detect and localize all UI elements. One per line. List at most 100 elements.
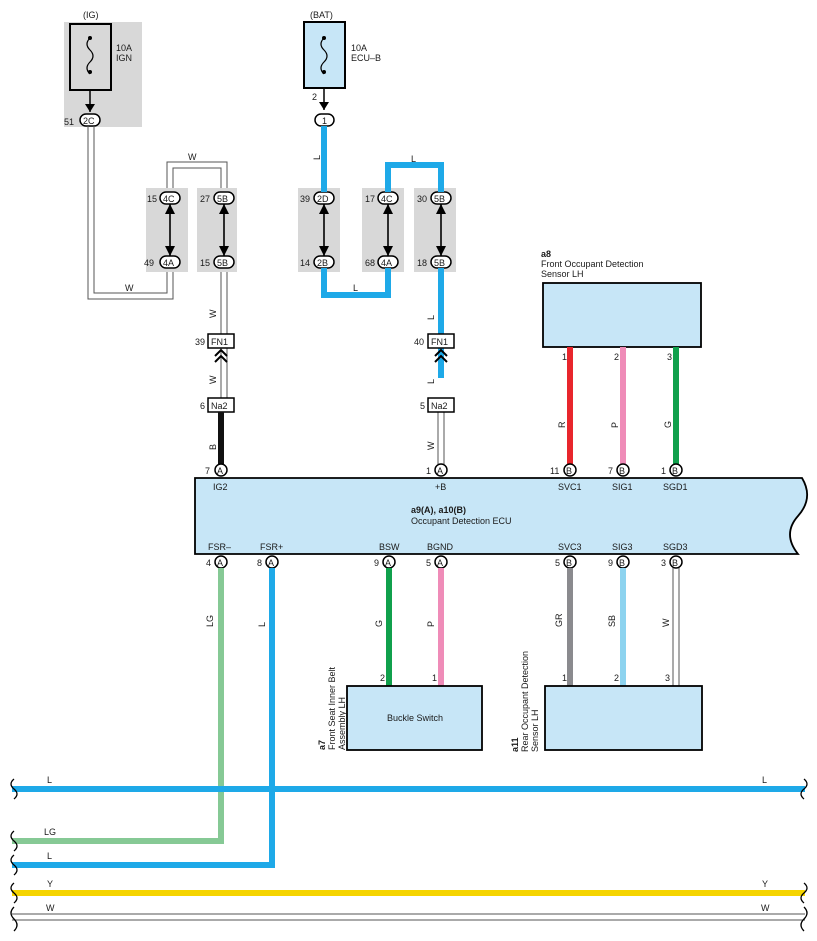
j2-bot-pin: 15 <box>200 258 210 268</box>
a11-pin-1: 1 <box>562 673 567 683</box>
fuse-ig-rating: 10A <box>116 43 132 53</box>
na2-right-name: Na2 <box>431 401 448 411</box>
na2-right-pin: 5 <box>420 401 425 411</box>
ecu-pin-ig2: 7 <box>205 466 210 476</box>
j3-top-conn: 2D <box>317 194 329 204</box>
fn1-left-pin: 39 <box>195 337 205 347</box>
bus-lg-left: LG <box>44 827 56 837</box>
fuse-ig-source: (IG) <box>83 10 99 20</box>
a8-front-occupant-sensor: a8 Front Occupant Detection Sensor LH 1 … <box>541 249 702 464</box>
ecu-conn-b-sgd1: B <box>672 466 678 476</box>
ig-fuse-conn: 2C <box>83 116 95 126</box>
fuse-bat: (BAT) 10A ECU–B 2 1 <box>303 10 381 127</box>
a11-pin-3: 3 <box>665 673 670 683</box>
j1-bot-pin: 49 <box>144 258 154 268</box>
inline-connectors: FN1 FN1 Na2 Na2 39 40 6 5 <box>195 333 455 413</box>
ecu-term-svc3: SVC3 <box>558 542 582 552</box>
a7-label-1: Front Seat Inner Belt <box>327 666 337 750</box>
ecu-conn-a-fsrp: A <box>268 558 274 568</box>
buckle-switch-label: Buckle Switch <box>387 713 443 723</box>
fn1-right-pin: 40 <box>414 337 424 347</box>
wire-label-l-b2: L <box>426 379 436 384</box>
ecu-pin-sgd3: 3 <box>661 558 666 568</box>
ecu-conn-b-svc3: B <box>566 558 572 568</box>
j4-bot-pin: 68 <box>365 258 375 268</box>
na2-left-name: Na2 <box>211 401 228 411</box>
ecu-conn-b-svc1: B <box>566 466 572 476</box>
bus-l2-left: L <box>47 851 52 861</box>
bus-y-right: Y <box>762 879 768 889</box>
ecu-pin-sig3: 9 <box>608 558 613 568</box>
wire-label-lg: LG <box>205 615 215 627</box>
j3-top-pin: 39 <box>300 194 310 204</box>
ecu-term-bsw: BSW <box>379 542 400 552</box>
a7-pin-2: 2 <box>380 673 385 683</box>
j4-top-conn: 4C <box>381 194 393 204</box>
ecu-conn-b-sig3: B <box>619 558 625 568</box>
a11-id: a11 <box>510 737 520 752</box>
ecu-term-sig3: SIG3 <box>612 542 633 552</box>
a11-rear-occupant-sensor: 1 2 3 a11 Rear Occupant Detection Sensor… <box>510 651 703 752</box>
fuse-bat-rating: 10A <box>351 43 367 53</box>
ecu-conn-a-fsrm: A <box>217 558 223 568</box>
ecu-pin-b: 1 <box>426 466 431 476</box>
wire-label-w-b3: W <box>426 441 436 450</box>
bat-fuse-pin: 2 <box>312 92 317 102</box>
wire-label-l-mid: L <box>353 283 358 293</box>
bus-w-right: W <box>761 903 770 913</box>
j2-top-pin: 27 <box>200 194 210 204</box>
wire-label-w-top: W <box>188 152 197 162</box>
ecu-conn-a-b: A <box>437 466 443 476</box>
j5-top-conn: 5B <box>434 194 445 204</box>
fuse-bat-source: (BAT) <box>310 10 333 20</box>
a7-label-2: Assembly LH <box>337 697 347 750</box>
ecu-term-sgd1: SGD1 <box>663 482 688 492</box>
ecu-conn-b-sgd3: B <box>672 558 678 568</box>
ecu-term-fsrm: FSR– <box>208 542 231 552</box>
junction-blocks: 15 4C 49 4A 27 5B 15 5B 39 2D 14 2B 17 4… <box>144 188 456 272</box>
a8-label-2: Sensor LH <box>541 269 584 279</box>
ecu-term-sig1: SIG1 <box>612 482 633 492</box>
fuse-bat-name: ECU–B <box>351 53 381 63</box>
a11-pin-2: 2 <box>614 673 619 683</box>
a7-id: a7 <box>317 740 327 750</box>
fn1-left-name: FN1 <box>211 337 228 347</box>
j2-bot-conn: 5B <box>217 258 228 268</box>
j3-bot-conn: 2B <box>317 258 328 268</box>
a11-label-2: Sensor LH <box>530 709 540 752</box>
ecu-name: Occupant Detection ECU <box>411 516 512 526</box>
j2-top-conn: 5B <box>217 194 228 204</box>
a8-pin-1: 1 <box>562 352 567 362</box>
ecu-conn-a-ig2: A <box>217 466 223 476</box>
j5-bot-conn: 5B <box>434 258 445 268</box>
wire-label-p: P <box>610 422 620 428</box>
a11-label-1: Rear Occupant Detection <box>520 651 530 752</box>
wire-label-l-fsr: L <box>257 622 267 627</box>
a7-pin-1: 1 <box>432 673 437 683</box>
fn1-right-name: FN1 <box>431 337 448 347</box>
j4-bot-conn: 4A <box>381 258 392 268</box>
ecu-pin-fsrm: 4 <box>206 558 211 568</box>
a8-pin-2: 2 <box>614 352 619 362</box>
wire-label-w-ig2-2: W <box>208 375 218 384</box>
wire-label-l-top: L <box>411 154 416 164</box>
ecu-pin-sgd1: 1 <box>661 466 666 476</box>
ecu-pin-svc1: 11 <box>550 466 559 476</box>
fuse-icon <box>86 37 94 75</box>
a8-label-1: Front Occupant Detection <box>541 259 644 269</box>
wire-label-r: R <box>557 421 567 428</box>
j3-bot-pin: 14 <box>300 258 310 268</box>
bat-fuse-conn: 1 <box>322 116 327 126</box>
ecu-term-b: +B <box>435 482 446 492</box>
wire-label-g-bsw: G <box>374 620 384 627</box>
bus-lines: L L LG L Y Y W W <box>10 775 808 932</box>
ecu-id: a9(A), a10(B) <box>411 505 466 515</box>
ecu-conn-a-bsw: A <box>385 558 391 568</box>
ecu-term-fsrp: FSR+ <box>260 542 283 552</box>
ecu-pin-bsw: 9 <box>374 558 379 568</box>
j4-top-pin: 17 <box>365 194 375 204</box>
bus-l-right: L <box>762 775 767 785</box>
a8-pin-3: 3 <box>667 352 672 362</box>
j1-bot-conn: 4A <box>163 258 174 268</box>
occupant-detection-ecu: a9(A), a10(B) Occupant Detection ECU A A… <box>194 463 808 569</box>
